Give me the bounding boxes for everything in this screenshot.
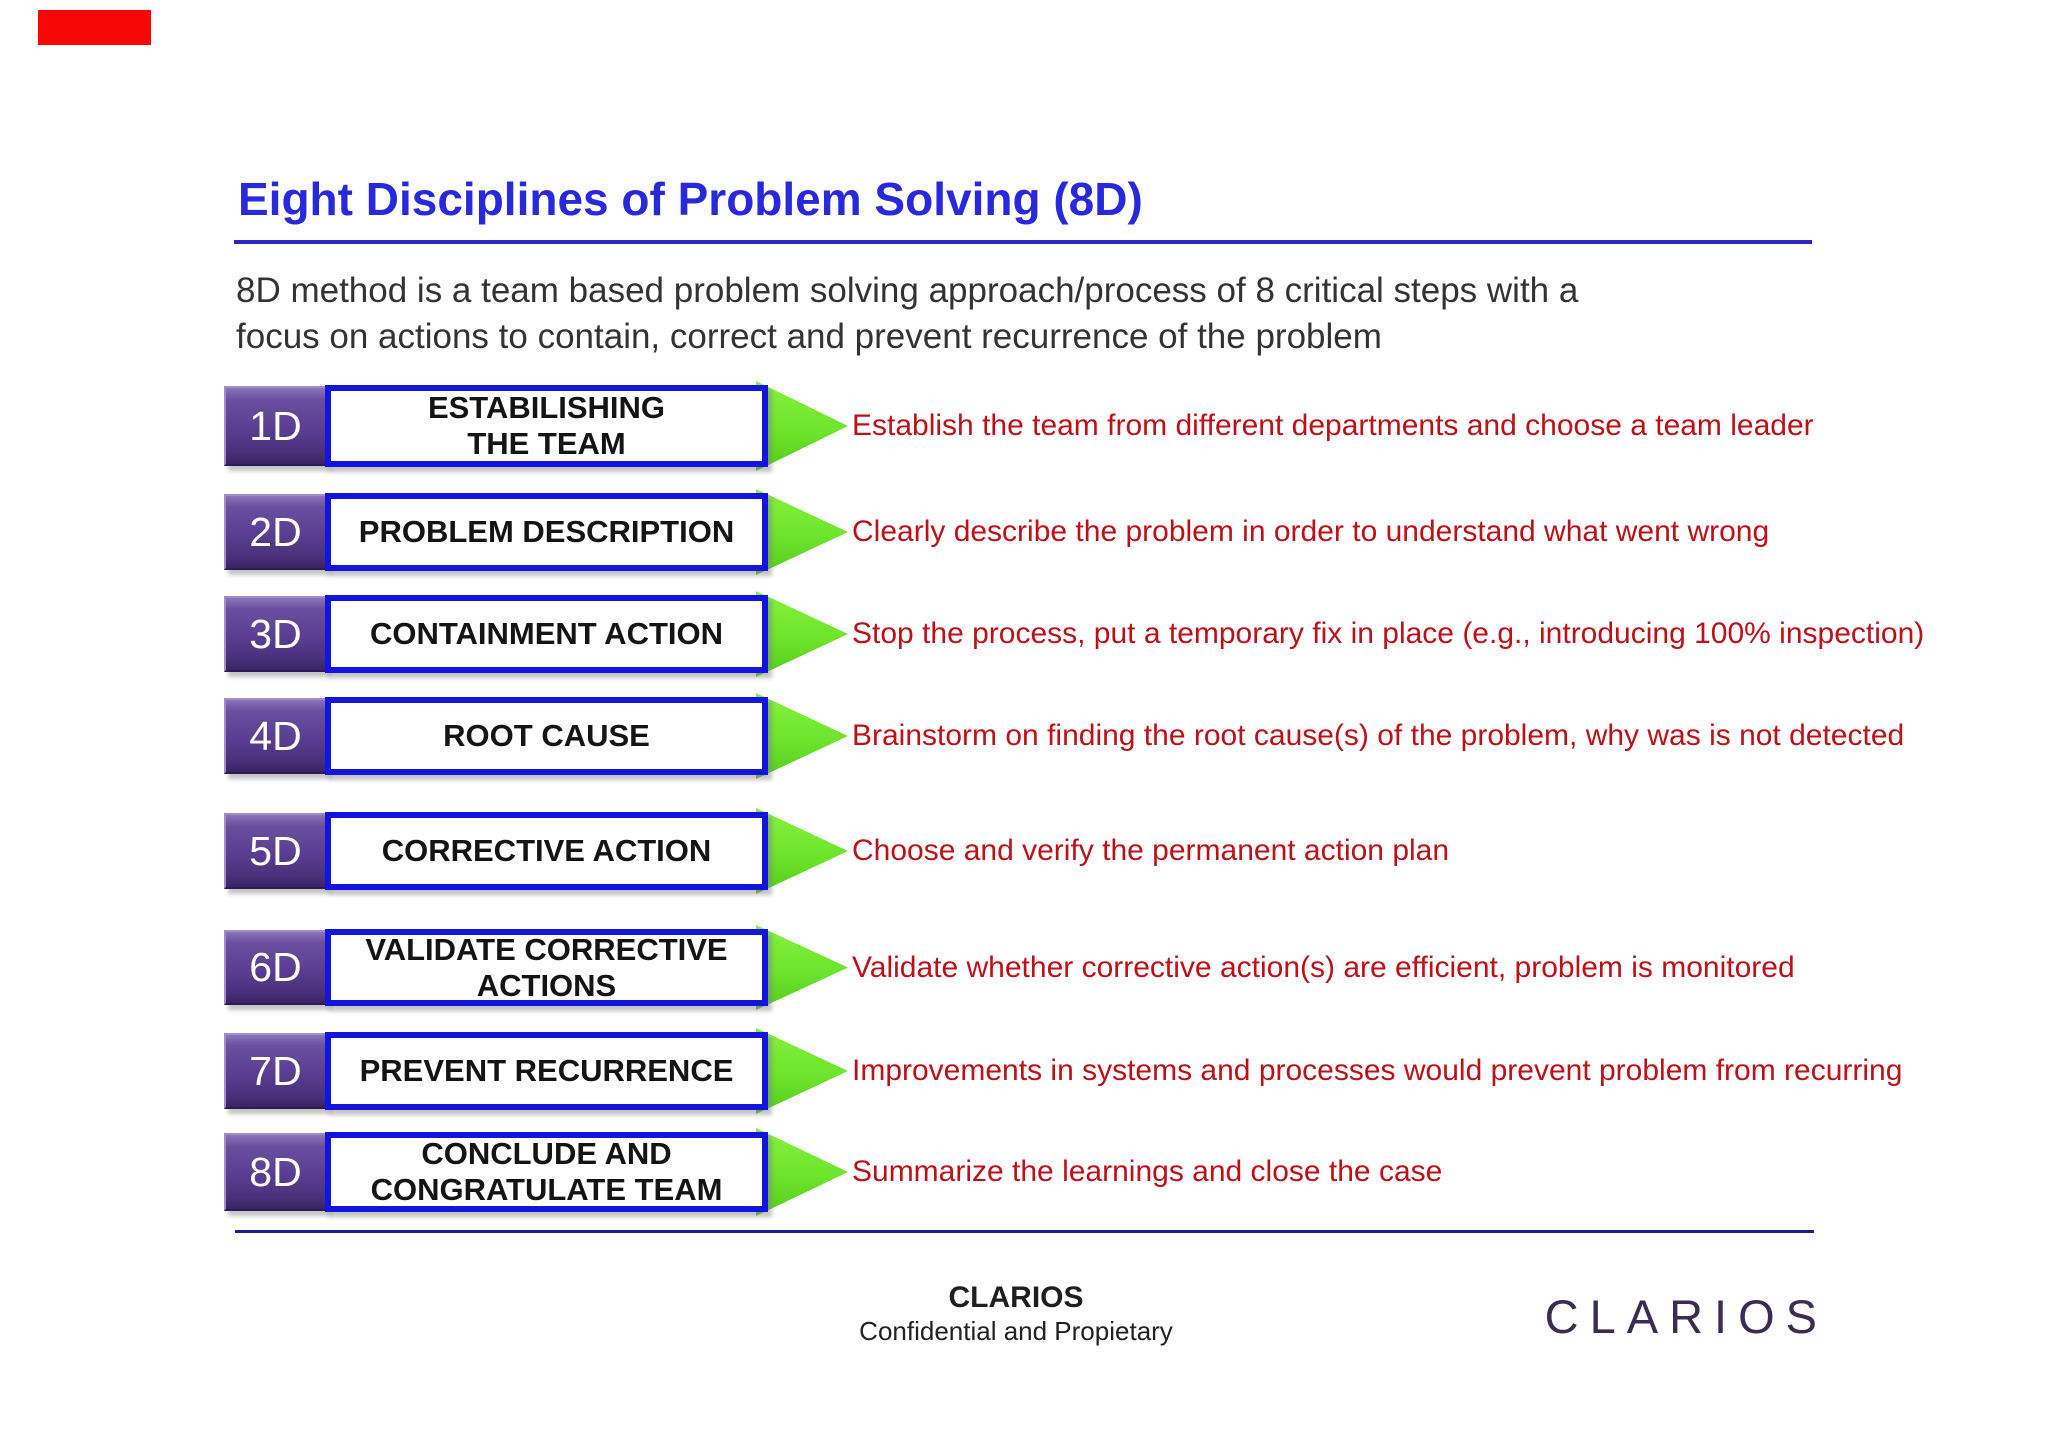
arrow-right-icon bbox=[756, 925, 848, 1010]
step-box-label: PROBLEM DESCRIPTION bbox=[358, 514, 735, 549]
arrow-right-icon bbox=[756, 1028, 848, 1114]
step-badge: 1D bbox=[224, 386, 327, 466]
footer-text-block: CLARIOS Confidential and Propietary bbox=[766, 1281, 1266, 1347]
step-description: Summarize the learnings and close the ca… bbox=[852, 1155, 1443, 1188]
step-box: VALIDATE CORRECTIVE ACTIONS bbox=[325, 929, 768, 1006]
step-row-3d: 3D CONTAINMENT ACTION Stop the process, … bbox=[0, 591, 2048, 677]
clarios-logo: CLARIOS bbox=[1408, 1284, 1828, 1350]
step-box-label: VALIDATE CORRECTIVE ACTIONS bbox=[365, 931, 728, 1003]
step-badge-label: 7D bbox=[249, 1047, 302, 1094]
step-description: Stop the process, put a temporary fix in… bbox=[852, 617, 1925, 650]
step-box: CONCLUDE AND CONGRATULATE TEAM bbox=[325, 1132, 768, 1212]
footer-company-name: CLARIOS bbox=[948, 1281, 1084, 1314]
step-box: ESTABILISHING THE TEAM bbox=[325, 385, 768, 467]
step-description: Validate whether corrective action(s) ar… bbox=[852, 950, 1795, 984]
step-badge: 3D bbox=[224, 596, 327, 672]
arrow-right-icon bbox=[756, 591, 848, 677]
step-row-5d: 5D CORRECTIVE ACTION Choose and verify t… bbox=[0, 808, 2048, 894]
arrow-right-icon bbox=[756, 1128, 848, 1216]
step-description: Establish the team from different depart… bbox=[852, 409, 1814, 442]
arrow-right-icon bbox=[756, 693, 848, 779]
step-box-label: CONCLUDE AND CONGRATULATE TEAM bbox=[370, 1136, 723, 1207]
page-title: Eight Disciplines of Problem Solving (8D… bbox=[238, 173, 1143, 225]
step-badge: 8D bbox=[224, 1133, 327, 1211]
step-badge-label: 2D bbox=[249, 508, 302, 555]
step-box: ROOT CAUSE bbox=[325, 697, 768, 775]
step-badge-label: 4D bbox=[249, 712, 302, 759]
step-badge-label: 6D bbox=[249, 944, 302, 990]
clarios-logo-swoosh-icon bbox=[1408, 1288, 1513, 1342]
footer-divider bbox=[235, 1230, 1814, 1233]
arrow-right-icon bbox=[756, 808, 848, 894]
step-description: Brainstorm on finding the root cause(s) … bbox=[852, 719, 1905, 752]
step-row-1d: 1D ESTABILISHING THE TEAM Establish the … bbox=[0, 381, 2048, 471]
step-description: Clearly describe the problem in order to… bbox=[852, 515, 1770, 548]
clarios-logo-wordmark: CLARIOS bbox=[1544, 1290, 1828, 1343]
step-badge: 6D bbox=[224, 930, 327, 1005]
step-box: PROBLEM DESCRIPTION bbox=[325, 493, 768, 571]
step-description: Improvements in systems and processes wo… bbox=[852, 1054, 1903, 1087]
step-box-label: ROOT CAUSE bbox=[443, 718, 650, 753]
step-badge-label: 8D bbox=[249, 1148, 302, 1195]
step-row-8d: 8D CONCLUDE AND CONGRATULATE TEAM Summar… bbox=[0, 1128, 2048, 1216]
arrow-right-icon bbox=[756, 381, 848, 471]
arrow-right-icon bbox=[756, 489, 848, 575]
step-box: CONTAINMENT ACTION bbox=[325, 595, 768, 673]
title-underline bbox=[234, 240, 1812, 244]
step-box-label: ESTABILISHING THE TEAM bbox=[427, 390, 666, 461]
step-badge: 7D bbox=[224, 1033, 327, 1109]
step-badge-label: 1D bbox=[249, 402, 302, 449]
step-badge: 2D bbox=[224, 494, 327, 570]
step-description: Choose and verify the permanent action p… bbox=[852, 834, 1450, 867]
step-row-2d: 2D PROBLEM DESCRIPTION Clearly describe … bbox=[0, 489, 2048, 575]
step-box: CORRECTIVE ACTION bbox=[325, 812, 768, 890]
step-box-label: CONTAINMENT ACTION bbox=[369, 616, 724, 651]
red-accent-bar bbox=[38, 10, 151, 45]
step-badge: 5D bbox=[224, 813, 327, 889]
step-row-6d: 6D VALIDATE CORRECTIVE ACTIONS Validate … bbox=[0, 925, 2048, 1010]
step-row-4d: 4D ROOT CAUSE Brainstorm on finding the … bbox=[0, 693, 2048, 779]
step-badge-label: 3D bbox=[249, 610, 302, 657]
intro-paragraph: 8D method is a team based problem solvin… bbox=[236, 271, 1579, 356]
step-box-label: CORRECTIVE ACTION bbox=[381, 833, 712, 868]
footer-confidential-note: Confidential and Propietary bbox=[859, 1316, 1173, 1346]
step-badge: 4D bbox=[224, 698, 327, 774]
step-box: PREVENT RECURRENCE bbox=[325, 1032, 768, 1110]
step-badge-label: 5D bbox=[249, 827, 302, 874]
step-row-7d: 7D PREVENT RECURRENCE Improvements in sy… bbox=[0, 1028, 2048, 1114]
step-box-label: PREVENT RECURRENCE bbox=[359, 1053, 734, 1088]
